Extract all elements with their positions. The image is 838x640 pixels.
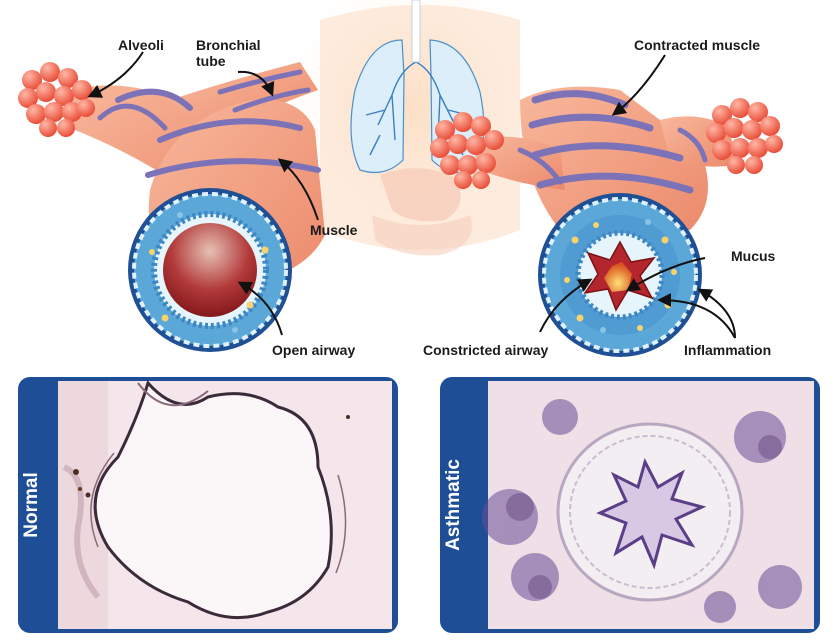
label-bronchial-tube-line1: Bronchial bbox=[196, 37, 261, 53]
label-contracted-muscle: Contracted muscle bbox=[634, 37, 761, 53]
asthmatic-label-strip: Asthmatic bbox=[440, 377, 468, 633]
asthmatic-airway-illustration bbox=[430, 86, 783, 357]
normal-label: Normal bbox=[21, 472, 42, 538]
normal-micrograph-panel: Normal bbox=[18, 377, 398, 633]
label-muscle: Muscle bbox=[310, 222, 358, 238]
normal-label-strip: Normal bbox=[18, 377, 46, 633]
label-inflammation: Inflammation bbox=[684, 342, 772, 358]
normal-micrograph bbox=[58, 379, 392, 629]
asthmatic-micrograph bbox=[482, 381, 814, 629]
asthma-airway-diagram bbox=[18, 0, 783, 357]
label-arrows bbox=[87, 51, 736, 339]
label-mucus: Mucus bbox=[731, 248, 776, 264]
label-bronchial-tube-line2: tube bbox=[196, 53, 226, 69]
label-constricted-airway: Constricted airway bbox=[423, 342, 549, 358]
normal-airway-illustration bbox=[18, 62, 325, 352]
asthmatic-micrograph-panel: Asthmatic bbox=[440, 377, 820, 633]
label-alveoli: Alveoli bbox=[118, 37, 164, 53]
label-open-airway: Open airway bbox=[272, 342, 356, 358]
asthmatic-label: Asthmatic bbox=[443, 459, 464, 551]
label-bronchial-tube: Bronchial tube bbox=[196, 37, 261, 69]
